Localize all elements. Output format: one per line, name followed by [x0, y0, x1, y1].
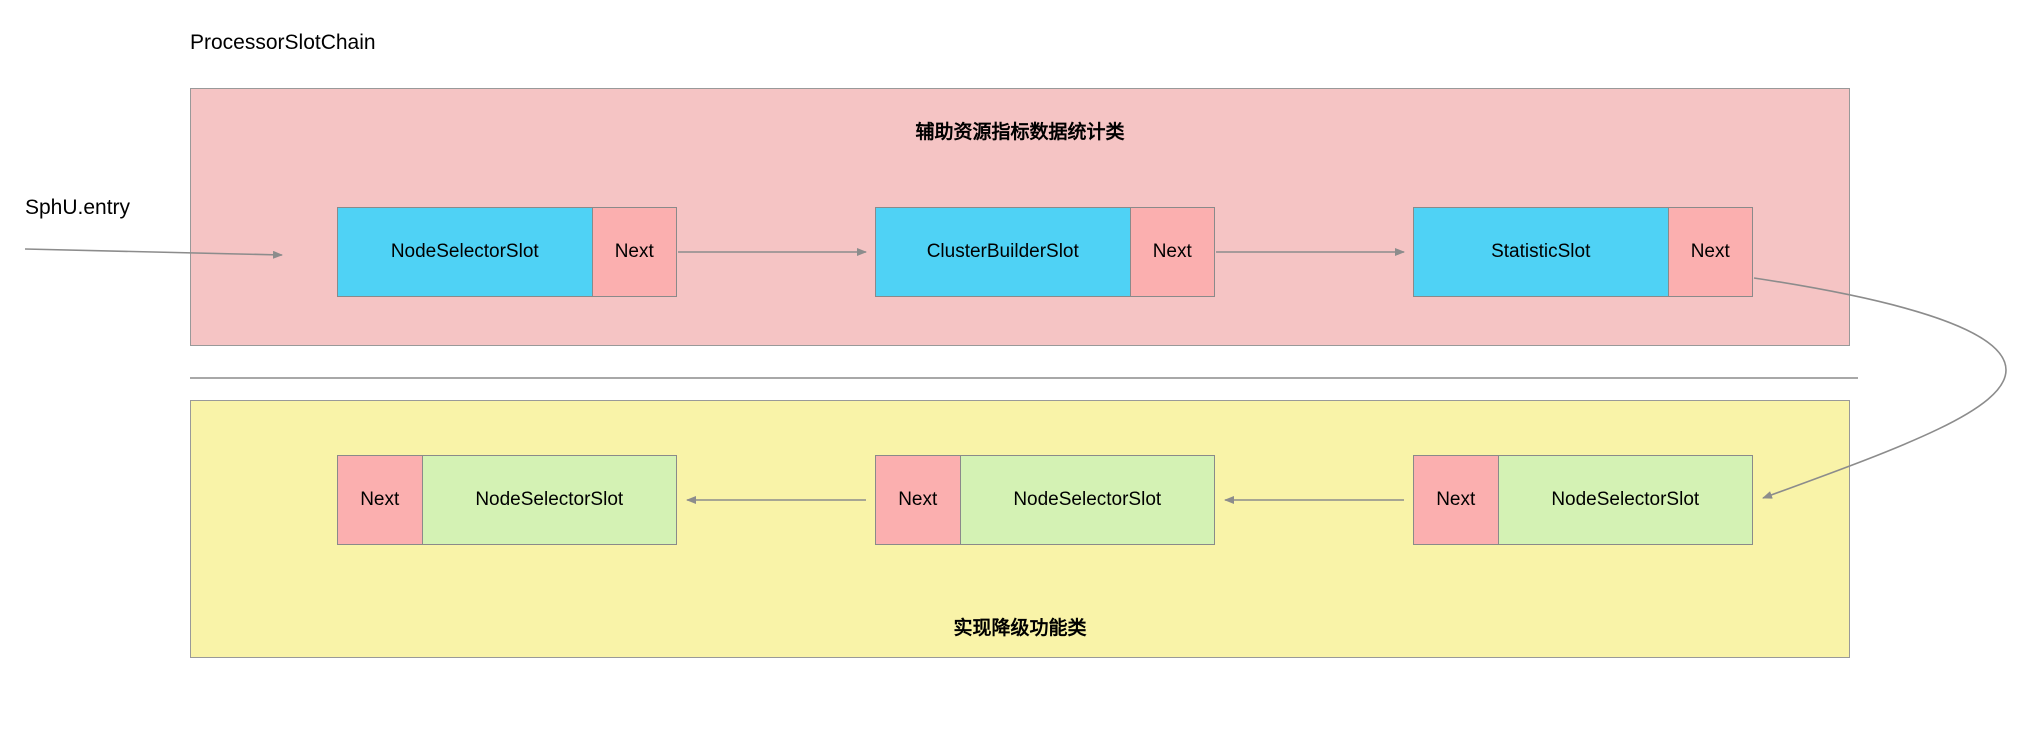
slot-node-selector-slot-top[interactable]: NodeSelectorSlot Next: [337, 207, 677, 297]
slot-next-label: Next: [1667, 208, 1752, 296]
slot-next-label: Next: [1129, 208, 1214, 296]
group-statistics-title: 辅助资源指标数据统计类: [915, 122, 1125, 143]
slot-next-label: Next: [338, 456, 423, 544]
page-title: ProcessorSlotChain: [190, 31, 376, 54]
slot-next-label: Next: [876, 456, 961, 544]
slot-statistic-slot-top[interactable]: StatisticSlot Next: [1413, 207, 1753, 297]
slot-body-label: NodeSelectorSlot: [960, 456, 1214, 544]
slot-node-selector-slot-bottom-2[interactable]: Next NodeSelectorSlot: [875, 455, 1215, 545]
slot-next-label: Next: [1414, 456, 1499, 544]
slot-body-label: NodeSelectorSlot: [422, 456, 676, 544]
slot-cluster-builder-slot-top[interactable]: ClusterBuilderSlot Next: [875, 207, 1215, 297]
group-degrade-title: 实现降级功能类: [953, 618, 1087, 639]
slot-node-selector-slot-bottom-1[interactable]: Next NodeSelectorSlot: [337, 455, 677, 545]
entry-label: SphU.entry: [25, 196, 131, 219]
slot-node-selector-slot-bottom-3[interactable]: Next NodeSelectorSlot: [1413, 455, 1753, 545]
slot-body-label: StatisticSlot: [1414, 208, 1668, 296]
slot-next-label: Next: [591, 208, 676, 296]
slot-body-label: NodeSelectorSlot: [1498, 456, 1752, 544]
slot-body-label: ClusterBuilderSlot: [876, 208, 1130, 296]
slot-body-label: NodeSelectorSlot: [338, 208, 592, 296]
